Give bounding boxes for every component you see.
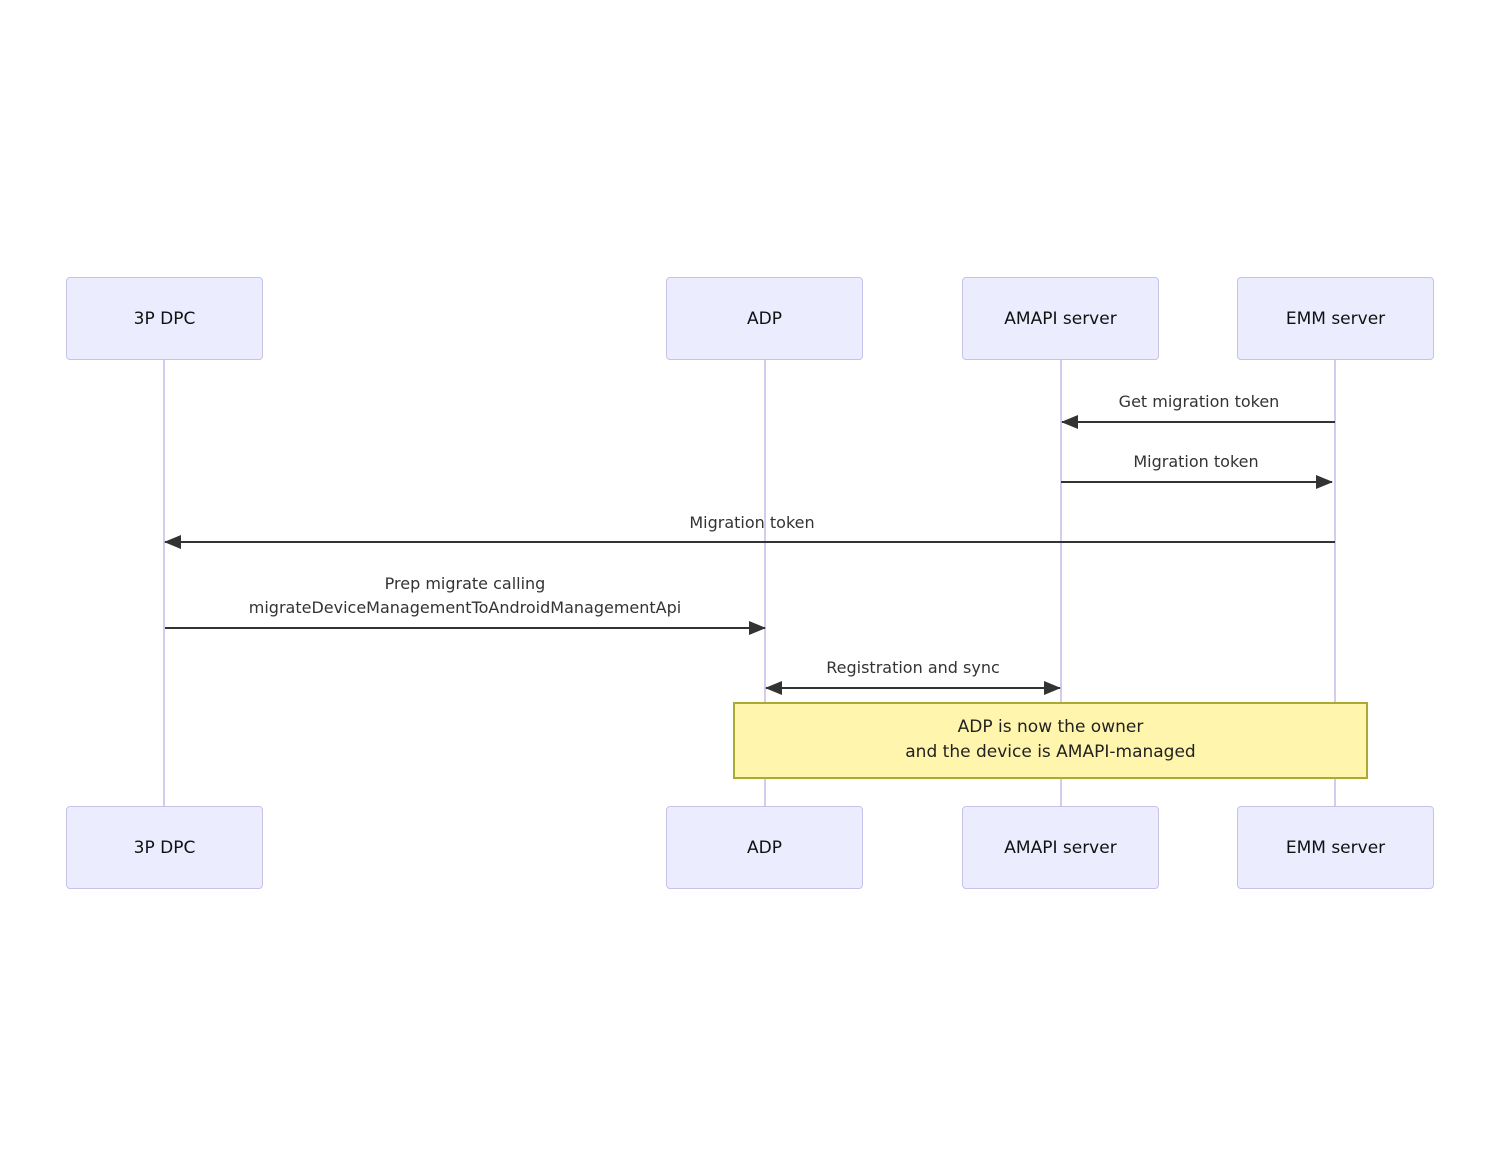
actor-label: 3P DPC [133, 308, 196, 329]
arrowhead-right-icon [1044, 681, 1061, 695]
arrowhead-left-icon [1061, 415, 1078, 429]
message-label-migration-token-2: Migration token [689, 513, 815, 532]
message-arrow-registration-and-sync [765, 681, 1061, 695]
message-arrow-migration-token-2 [164, 535, 1335, 549]
message-arrow-migration-token-1 [1061, 475, 1333, 489]
message-label-line: Prep migrate calling [384, 574, 546, 593]
arrowhead-left-icon [164, 535, 181, 549]
lifeline-adp [764, 360, 766, 807]
note-box: ADP is now the owner and the device is A… [733, 702, 1368, 779]
actor-label: 3P DPC [133, 837, 196, 858]
actor-top-emm-server: EMM server [1237, 277, 1434, 360]
actor-top-amapi-server: AMAPI server [962, 277, 1159, 360]
message-label-get-migration-token: Get migration token [1118, 392, 1280, 411]
lifeline-emm-server [1334, 360, 1336, 807]
actor-label: AMAPI server [1004, 308, 1117, 329]
lifeline-amapi-server [1060, 360, 1062, 807]
message-label-line: migrateDeviceManagementToAndroidManageme… [248, 598, 682, 617]
actor-label: ADP [747, 837, 782, 858]
arrowhead-right-icon [1316, 475, 1333, 489]
message-arrow-prep-migrate [165, 621, 766, 635]
actor-bottom-adp: ADP [666, 806, 863, 889]
actor-top-adp: ADP [666, 277, 863, 360]
note-line: and the device is AMAPI-managed [905, 742, 1196, 762]
arrowhead-left-icon [765, 681, 782, 695]
actor-bottom-3p-dpc: 3P DPC [66, 806, 263, 889]
lifeline-3p-dpc [163, 360, 165, 807]
actor-label: AMAPI server [1004, 837, 1117, 858]
actor-top-3p-dpc: 3P DPC [66, 277, 263, 360]
actor-label: EMM server [1285, 308, 1386, 329]
message-label-migration-token-1: Migration token [1133, 452, 1259, 471]
message-label-registration-and-sync: Registration and sync [826, 658, 1000, 677]
arrowhead-right-icon [749, 621, 766, 635]
message-label-prep-migrate: Prep migrate calling migrateDeviceManage… [249, 572, 681, 620]
actor-label: ADP [747, 308, 782, 329]
actor-bottom-amapi-server: AMAPI server [962, 806, 1159, 889]
note-line: ADP is now the owner [957, 717, 1144, 737]
message-arrow-get-migration-token [1061, 415, 1335, 429]
actor-bottom-emm-server: EMM server [1237, 806, 1434, 889]
actor-label: EMM server [1285, 837, 1386, 858]
